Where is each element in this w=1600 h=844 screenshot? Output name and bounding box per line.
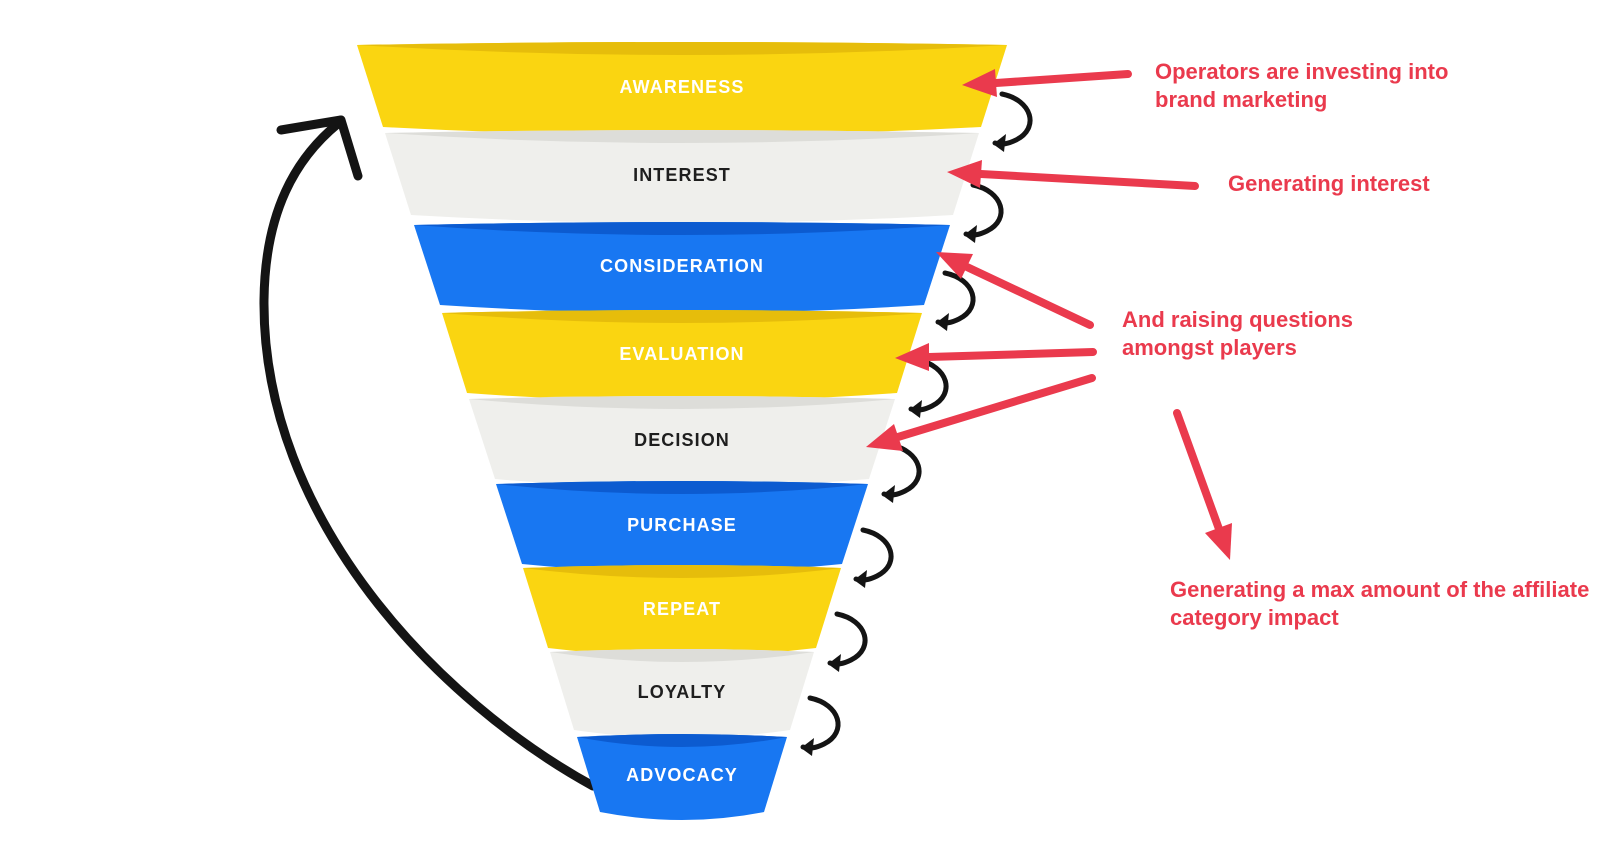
arrow-shaft	[992, 70, 1132, 87]
stage-lip	[550, 649, 814, 662]
arrow-head	[866, 424, 903, 451]
annotation-operators: Operators are investing into brand marke…	[1155, 59, 1449, 112]
red-arrow-questions-to-decision	[866, 374, 1096, 451]
arrow-shaft	[925, 348, 1097, 361]
annotation-affiliate-impact: Generating a max amount of the affiliate…	[1170, 577, 1590, 630]
arrow-head	[962, 69, 997, 97]
stage-lip	[357, 42, 1007, 55]
cycle-arrow-head-barb-right	[336, 115, 363, 181]
flow-arrow-interest-consideration	[963, 182, 1004, 243]
stage-label: REPEAT	[643, 599, 721, 619]
funnel-stage-decision: DECISION	[469, 396, 895, 487]
red-arrow-interest	[947, 160, 1199, 190]
curl-arrowhead	[964, 225, 977, 243]
flow-arrow-decision-purchase	[881, 442, 922, 503]
curl-stroke	[853, 527, 894, 583]
arrow-head	[895, 343, 929, 371]
stage-shape	[385, 130, 979, 223]
curl-arrowhead	[882, 485, 895, 503]
curl-stroke	[963, 182, 1004, 238]
curl-arrowhead	[801, 738, 814, 756]
stage-lip	[385, 130, 979, 143]
flow-arrow-loyalty-advocacy	[800, 695, 841, 756]
stage-lip	[469, 396, 895, 409]
arrow-head	[947, 160, 982, 188]
cycle-arrow-head-barb-left	[276, 115, 346, 135]
stage-shape	[550, 649, 814, 738]
arrow-shaft	[1173, 409, 1223, 533]
stage-shape	[442, 310, 922, 401]
stage-label: INTEREST	[633, 165, 731, 185]
flow-arrow-evaluation-decision	[908, 357, 949, 418]
curl-stroke	[992, 91, 1033, 147]
curl-stroke	[935, 270, 976, 326]
stage-lip	[496, 481, 868, 494]
funnel-stage-awareness: AWARENESS	[357, 42, 1007, 135]
annotation-raising-questions: And raising questions amongst players	[1122, 307, 1354, 360]
stage-shape	[414, 222, 950, 313]
curl-stroke	[881, 442, 922, 498]
curl-stroke	[800, 695, 841, 751]
cycle-arrow	[259, 115, 598, 791]
flow-arrow-awareness-interest	[992, 91, 1033, 152]
arrow-head	[1205, 523, 1232, 560]
arrow-shaft	[977, 170, 1199, 190]
annotation-generating-interest: Generating interest	[1228, 171, 1430, 196]
flow-arrow-purchase-repeat	[853, 527, 894, 588]
flow-arrow-repeat-loyalty	[827, 611, 868, 672]
stage-shape	[469, 396, 895, 487]
funnel-stage-loyalty: LOYALTY	[550, 649, 814, 738]
red-arrow-questions-to-evaluation	[895, 343, 1097, 371]
stage-lip	[577, 734, 787, 747]
stage-label: DECISION	[634, 430, 730, 450]
curl-arrowhead	[936, 313, 949, 331]
red-arrow-questions-to-impact	[1173, 409, 1232, 560]
funnel-stage-interest: INTEREST	[385, 130, 979, 223]
arrow-head	[936, 252, 973, 279]
funnel-stage-purchase: PURCHASE	[496, 481, 868, 572]
stage-lip	[442, 310, 922, 323]
stage-shape	[357, 42, 1007, 135]
curl-stroke	[827, 611, 868, 667]
funnel-stage-consideration: CONSIDERATION	[414, 222, 950, 313]
stage-lip	[523, 565, 841, 578]
stage-label: EVALUATION	[619, 344, 744, 364]
cycle-arrow-curve	[259, 117, 598, 791]
stage-shape	[577, 734, 787, 820]
curl-arrowhead	[828, 654, 841, 672]
stage-label: LOYALTY	[638, 682, 727, 702]
stage-shape	[523, 565, 841, 656]
funnel-stage-advocacy: ADVOCACY	[577, 734, 787, 820]
curl-arrowhead	[854, 570, 867, 588]
stage-label: AWARENESS	[620, 77, 745, 97]
funnel-stage-repeat: REPEAT	[523, 565, 841, 656]
arrow-shaft	[963, 263, 1094, 329]
flow-arrow-consideration-evaluation	[935, 270, 976, 331]
curl-arrowhead	[993, 134, 1006, 152]
stage-label: CONSIDERATION	[600, 256, 764, 276]
stage-lip	[414, 222, 950, 235]
curl-arrowhead	[909, 400, 922, 418]
arrow-shaft	[894, 374, 1096, 441]
stage-shape	[496, 481, 868, 572]
stage-label: PURCHASE	[627, 515, 737, 535]
red-arrow-operators-to-awareness	[962, 69, 1132, 97]
funnel-stage-evaluation: EVALUATION	[442, 310, 922, 401]
red-arrow-questions-to-consideration	[936, 252, 1094, 329]
stage-label: ADVOCACY	[626, 765, 738, 785]
